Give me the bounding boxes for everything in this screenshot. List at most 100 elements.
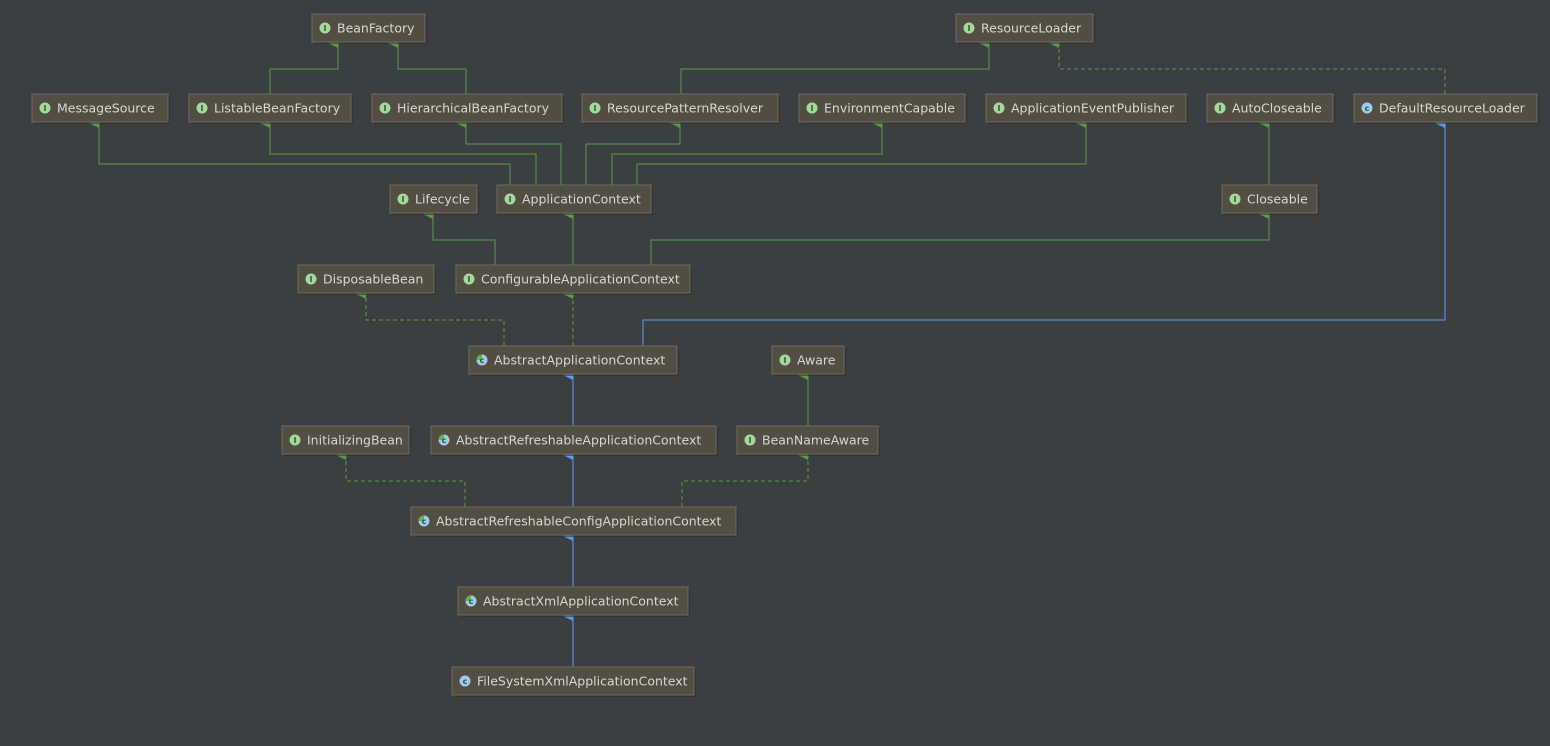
node-label: EnvironmentCapable xyxy=(824,101,955,116)
node-box xyxy=(188,93,352,123)
svg-text:c: c xyxy=(480,356,485,365)
node-box xyxy=(955,13,1094,43)
node-listable-bean-factory[interactable]: I ListableBeanFactory xyxy=(188,93,353,124)
node-abstract-xml-application-context[interactable]: c AbstractXmlApplicationContext xyxy=(457,586,690,617)
edge-application-context-to-environment-capable xyxy=(611,118,883,185)
edge-hierarchical-bean-factory-to-bean-factory xyxy=(388,38,467,94)
edges-layer xyxy=(89,38,1446,667)
interface-icon: I xyxy=(379,102,391,114)
interface-icon: I xyxy=(806,102,818,114)
node-resource-loader[interactable]: I ResourceLoader xyxy=(955,13,1095,44)
edge-application-context-to-resource-pattern-resolver xyxy=(585,118,681,185)
node-configurable-application-context[interactable]: I ConfigurableApplicationContext xyxy=(455,264,692,295)
svg-text:I: I xyxy=(201,104,204,113)
node-label: ListableBeanFactory xyxy=(214,101,341,116)
svg-text:I: I xyxy=(44,104,47,113)
node-label: MessageSource xyxy=(57,101,155,116)
node-box xyxy=(1206,93,1334,123)
node-abstract-application-context[interactable]: c AbstractApplicationContext xyxy=(468,345,679,376)
node-label: ResourcePatternResolver xyxy=(607,101,764,116)
edge-application-context-to-hierarchical-bean-factory xyxy=(456,118,562,185)
node-label: HierarchicalBeanFactory xyxy=(397,101,550,116)
edge-configurable-application-context-to-lifecycle xyxy=(423,209,496,265)
node-box xyxy=(1353,93,1538,123)
svg-text:I: I xyxy=(1219,104,1222,113)
edge-abstract-refreshable-config-application-context-to-initializing-bean xyxy=(336,450,466,507)
svg-text:I: I xyxy=(384,104,387,113)
node-message-source[interactable]: I MessageSource xyxy=(31,93,170,124)
interface-icon: I xyxy=(744,434,756,446)
svg-text:I: I xyxy=(749,436,752,445)
node-box xyxy=(430,425,717,455)
svg-text:c: c xyxy=(422,517,427,526)
svg-text:I: I xyxy=(594,104,597,113)
edge-abstract-application-context-to-default-resource-loader xyxy=(642,118,1446,346)
svg-text:I: I xyxy=(1234,195,1237,204)
interface-icon: I xyxy=(289,434,301,446)
edge-default-resource-loader-to-resource-loader xyxy=(1049,38,1446,94)
abstract-class-icon: c xyxy=(465,595,477,607)
svg-text:c: c xyxy=(469,597,474,606)
node-label: AutoCloseable xyxy=(1232,101,1322,116)
node-initializing-bean[interactable]: I InitializingBean xyxy=(281,425,411,456)
interface-icon: I xyxy=(993,102,1005,114)
node-box xyxy=(468,345,678,375)
edge-application-context-to-application-event-publisher xyxy=(636,118,1087,185)
svg-text:I: I xyxy=(294,436,297,445)
node-abstract-refreshable-config-application-context[interactable]: c AbstractRefreshableConfigApplicationCon… xyxy=(410,506,738,537)
interface-icon: I xyxy=(196,102,208,114)
node-label: AbstractRefreshableConfigApplicationCont… xyxy=(436,514,721,529)
interface-icon: I xyxy=(504,193,516,205)
node-box xyxy=(985,93,1187,123)
node-label: DefaultResourceLoader xyxy=(1379,101,1526,116)
node-environment-capable[interactable]: I EnvironmentCapable xyxy=(798,93,967,124)
interface-icon: I xyxy=(39,102,51,114)
node-lifecycle[interactable]: I Lifecycle xyxy=(389,184,479,215)
node-box xyxy=(281,425,410,455)
svg-text:I: I xyxy=(998,104,1001,113)
node-box xyxy=(457,586,689,616)
node-label: Lifecycle xyxy=(415,192,470,207)
svg-text:c: c xyxy=(1365,104,1370,113)
node-label: ConfigurableApplicationContext xyxy=(481,272,680,287)
interface-icon: I xyxy=(1214,102,1226,114)
edge-listable-bean-factory-to-bean-factory xyxy=(269,38,339,94)
edge-application-context-to-message-source xyxy=(89,118,511,185)
interface-icon: I xyxy=(963,22,975,34)
edge-abstract-refreshable-config-application-context-to-bean-name-aware xyxy=(681,450,809,507)
edge-application-context-to-listable-bean-factory xyxy=(260,118,537,185)
node-default-resource-loader[interactable]: c DefaultResourceLoader xyxy=(1353,93,1539,124)
svg-text:I: I xyxy=(468,275,471,284)
node-box xyxy=(451,666,695,696)
svg-text:I: I xyxy=(968,24,971,33)
node-box xyxy=(798,93,966,123)
interface-icon: I xyxy=(463,273,475,285)
node-box xyxy=(31,93,169,123)
abstract-class-icon: c xyxy=(418,515,430,527)
node-label: AbstractXmlApplicationContext xyxy=(483,594,679,609)
node-label: ResourceLoader xyxy=(981,21,1082,36)
node-closeable[interactable]: I Closeable xyxy=(1221,184,1319,215)
node-hierarchical-bean-factory[interactable]: I HierarchicalBeanFactory xyxy=(371,93,564,124)
node-label: AbstractRefreshableApplicationContext xyxy=(456,433,701,448)
node-label: InitializingBean xyxy=(307,433,403,448)
node-label: AbstractApplicationContext xyxy=(494,353,665,368)
node-box xyxy=(311,13,426,43)
svg-text:I: I xyxy=(784,356,787,365)
node-auto-closeable[interactable]: I AutoCloseable xyxy=(1206,93,1335,124)
edge-resource-pattern-resolver-to-resource-loader xyxy=(680,38,990,94)
node-resource-pattern-resolver[interactable]: I ResourcePatternResolver xyxy=(581,93,780,124)
node-label: Closeable xyxy=(1247,192,1308,207)
node-box xyxy=(496,184,652,214)
svg-text:I: I xyxy=(402,195,405,204)
interface-icon: I xyxy=(319,22,331,34)
